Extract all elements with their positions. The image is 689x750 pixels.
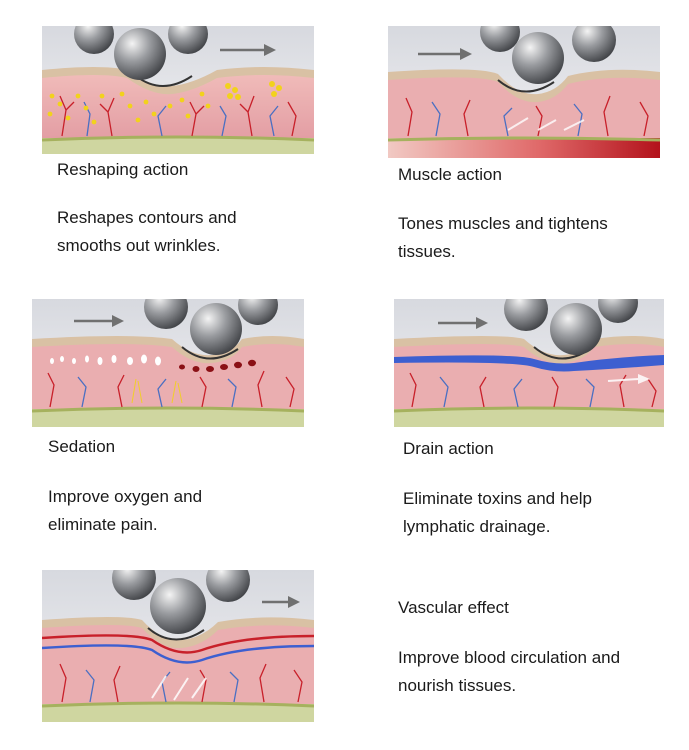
reshaping-illustration — [42, 26, 314, 154]
sedation-title: Sedation — [48, 437, 116, 456]
sedation-description: Improve oxygen and eliminate pain. — [48, 487, 203, 534]
drain-description: Eliminate toxins and help lymphatic drai… — [403, 489, 593, 536]
vascular-title: Vascular effect — [398, 598, 509, 617]
vascular-description: Improve blood circulation and nourish ti… — [398, 648, 621, 695]
drain-title: Drain action — [403, 439, 494, 458]
muscle-illustration — [388, 26, 660, 158]
sedation-illustration — [32, 299, 304, 427]
drain-illustration — [394, 299, 664, 427]
muscle-description: Tones muscles and tightens tissues. — [398, 214, 608, 261]
reshaping-title: Reshaping action — [57, 160, 189, 179]
reshaping-description: Reshapes contours and smooths out wrinkl… — [57, 208, 237, 255]
vascular-illustration — [42, 570, 314, 722]
muscle-title: Muscle action — [398, 165, 502, 184]
